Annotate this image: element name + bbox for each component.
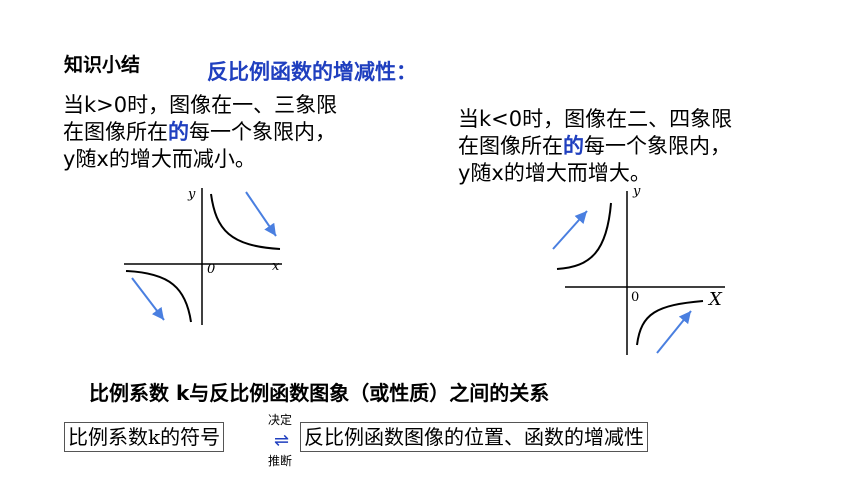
right-case-line2-emph: 的 — [563, 134, 584, 158]
right-curve-q2 — [556, 202, 612, 270]
left-origin-label: 0 — [207, 262, 215, 277]
left-arrow-q3 — [131, 277, 165, 321]
left-case-line1: 当k>0时，图像在一、三象限 — [63, 93, 338, 117]
summary-label: 知识小结 — [64, 54, 141, 76]
left-x-label: x — [272, 259, 280, 274]
left-arrow-q1 — [245, 191, 277, 237]
coefficient-sign-box: 比例系数k的符号 — [64, 422, 225, 452]
right-case-line2-pre: 在图像所在 — [458, 134, 563, 158]
left-case-line2-emph: 的 — [168, 120, 189, 144]
right-x-label: X — [707, 289, 723, 310]
left-case-line2-post: 每一个象限内， — [189, 120, 336, 144]
bidirectional-arrow-icon: ⇌ — [274, 430, 290, 451]
left-case-text: 当k>0时，图像在一、三象限 在图像所在的每一个象限内， y随x的增大而减小。 — [63, 92, 337, 173]
right-case-line3: y随x的增大而增大。 — [458, 161, 651, 185]
right-graph: y X 0 — [552, 184, 725, 355]
graph-position-box: 反比例函数图像的位置、函数的增减性 — [300, 422, 648, 452]
right-case-line2: 在图像所在的每一个象限内， — [458, 133, 732, 160]
right-case-line1: 当k<0时，图像在二、四象限 — [458, 107, 733, 131]
relation-title: 比例系数 k与反比例函数图象（或性质）之间的关系 — [89, 381, 550, 405]
right-case-text: 当k<0时，图像在二、四象限 在图像所在的每一个象限内， y随x的增大而增大。 — [458, 106, 732, 187]
left-case-line3: y随x的增大而减小。 — [63, 147, 256, 171]
right-arrow-q4 — [656, 310, 692, 354]
left-y-label: y — [187, 187, 196, 202]
right-y-label: y — [632, 184, 641, 199]
infer-label: 推断 — [268, 454, 293, 468]
right-origin-label: 0 — [631, 290, 639, 305]
right-arrow-q2 — [552, 210, 588, 250]
left-case-line2: 在图像所在的每一个象限内， — [63, 119, 337, 146]
right-case-line2-post: 每一个象限内， — [584, 134, 731, 158]
left-curve-q1 — [210, 193, 281, 250]
left-case-line2-pre: 在图像所在 — [63, 120, 168, 144]
decide-label: 决定 — [268, 413, 293, 427]
left-curve-q3 — [125, 270, 192, 323]
left-graph: y x 0 — [124, 187, 282, 325]
page-title: 反比例函数的增减性： — [207, 60, 417, 84]
right-curve-q4 — [636, 300, 704, 346]
